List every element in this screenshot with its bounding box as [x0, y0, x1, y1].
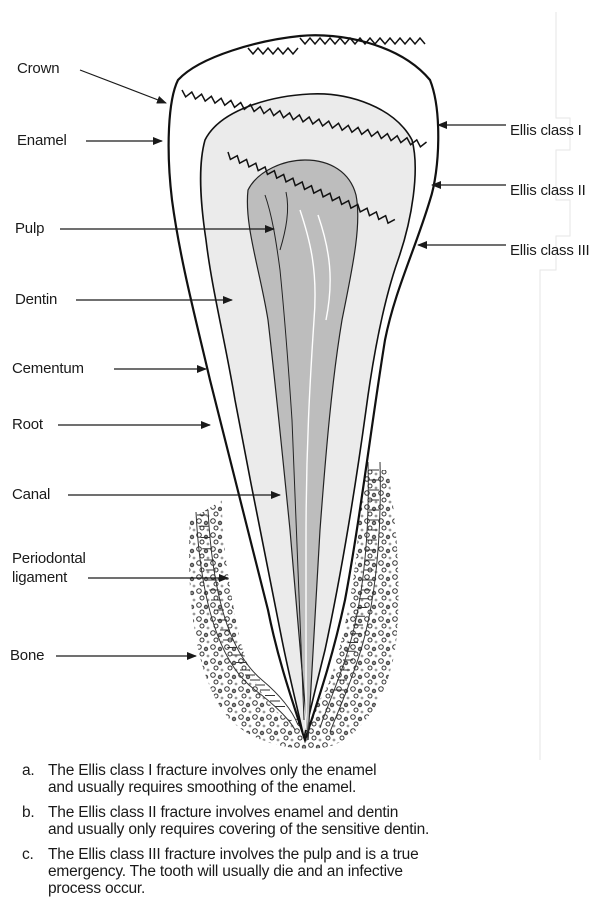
- label-pulp: Pulp: [15, 220, 44, 238]
- label-crown: Crown: [17, 60, 59, 78]
- note-b: b. The Ellis class II fracture involves …: [22, 804, 602, 838]
- label-ellis-class-2: Ellis class II: [510, 182, 586, 200]
- label-root: Root: [12, 416, 43, 434]
- label-dentin: Dentin: [15, 291, 57, 309]
- arrow-crown: [80, 70, 166, 103]
- note-letter: b.: [22, 804, 35, 821]
- label-ellis-class-1: Ellis class I: [510, 122, 582, 140]
- fracture-notes: a. The Ellis class I fracture involves o…: [22, 762, 602, 905]
- label-canal: Canal: [12, 486, 50, 504]
- label-ellis-class-3: Ellis class III: [510, 242, 590, 260]
- note-text: The Ellis class III fracture involves th…: [48, 846, 602, 897]
- note-letter: a.: [22, 762, 35, 779]
- note-a: a. The Ellis class I fracture involves o…: [22, 762, 602, 796]
- note-letter: c.: [22, 846, 34, 863]
- note-c: c. The Ellis class III fracture involves…: [22, 846, 602, 897]
- label-periodontal: Periodontal: [12, 550, 86, 568]
- label-enamel: Enamel: [17, 132, 67, 150]
- label-cementum: Cementum: [12, 360, 84, 378]
- label-bone: Bone: [10, 647, 44, 665]
- label-ligament: ligament: [12, 569, 67, 587]
- note-text: The Ellis class II fracture involves ena…: [48, 804, 602, 838]
- note-text: The Ellis class I fracture involves only…: [48, 762, 602, 796]
